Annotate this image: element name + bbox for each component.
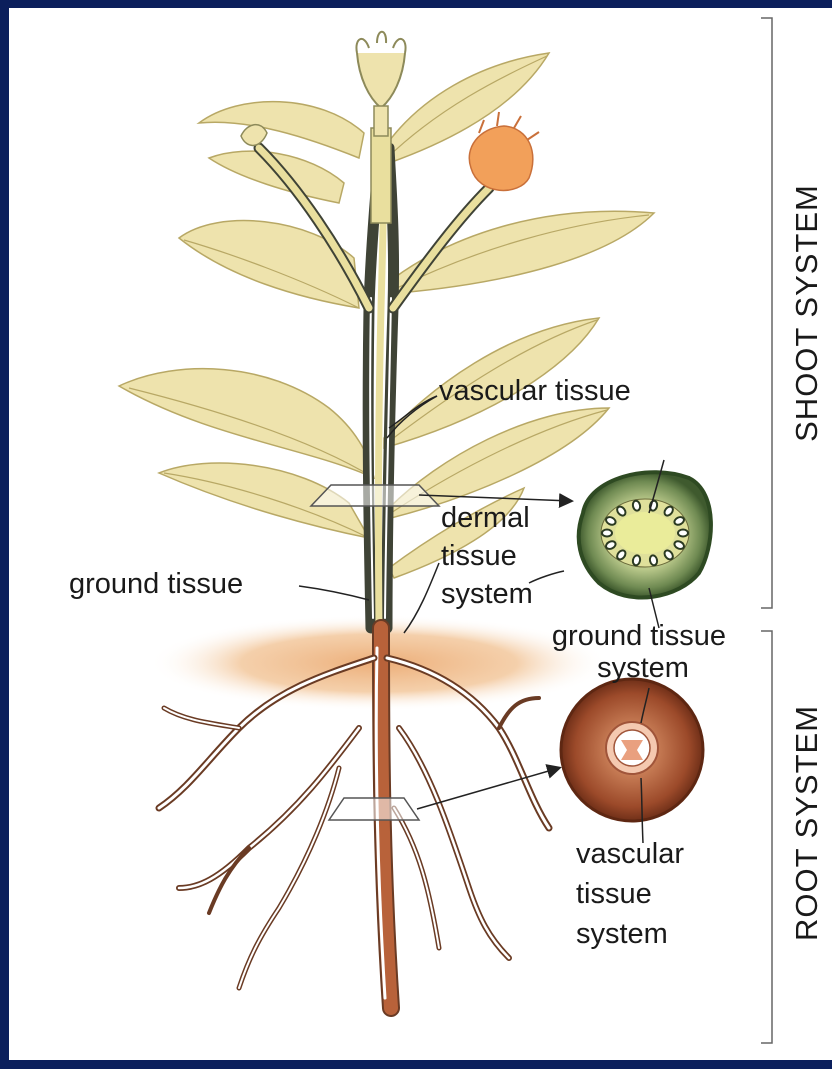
vascular-bundle-core bbox=[679, 531, 687, 536]
label-vascular-tissue: vascular tissue bbox=[439, 375, 631, 407]
label-ground-tissue: ground tissue bbox=[69, 568, 243, 600]
flower-bud bbox=[356, 32, 405, 136]
root-section-plane bbox=[329, 798, 419, 820]
label-dermal-tissue-system: dermal tissue system bbox=[441, 502, 538, 610]
leaf bbox=[199, 102, 364, 158]
label-shoot-system: SHOOT SYSTEM bbox=[789, 184, 824, 442]
label-root-system: ROOT SYSTEM bbox=[789, 705, 824, 941]
flower bbox=[469, 112, 539, 190]
shoot-system-bracket: SHOOT SYSTEM bbox=[761, 18, 824, 608]
diagram-panel: vascular tissue dermal tissue system gro… bbox=[9, 8, 832, 1060]
plant-tissue-diagram: vascular tissue dermal tissue system gro… bbox=[9, 8, 832, 1060]
small-bud bbox=[241, 125, 267, 146]
stem-cross-section bbox=[579, 472, 711, 597]
vascular-bundle-core bbox=[603, 531, 611, 536]
leaf bbox=[119, 369, 374, 478]
root-cross-section bbox=[561, 679, 703, 821]
root-system-bracket: ROOT SYSTEM bbox=[761, 631, 824, 1043]
label-vascular-tissue-system: vascular tissue system bbox=[576, 838, 692, 950]
